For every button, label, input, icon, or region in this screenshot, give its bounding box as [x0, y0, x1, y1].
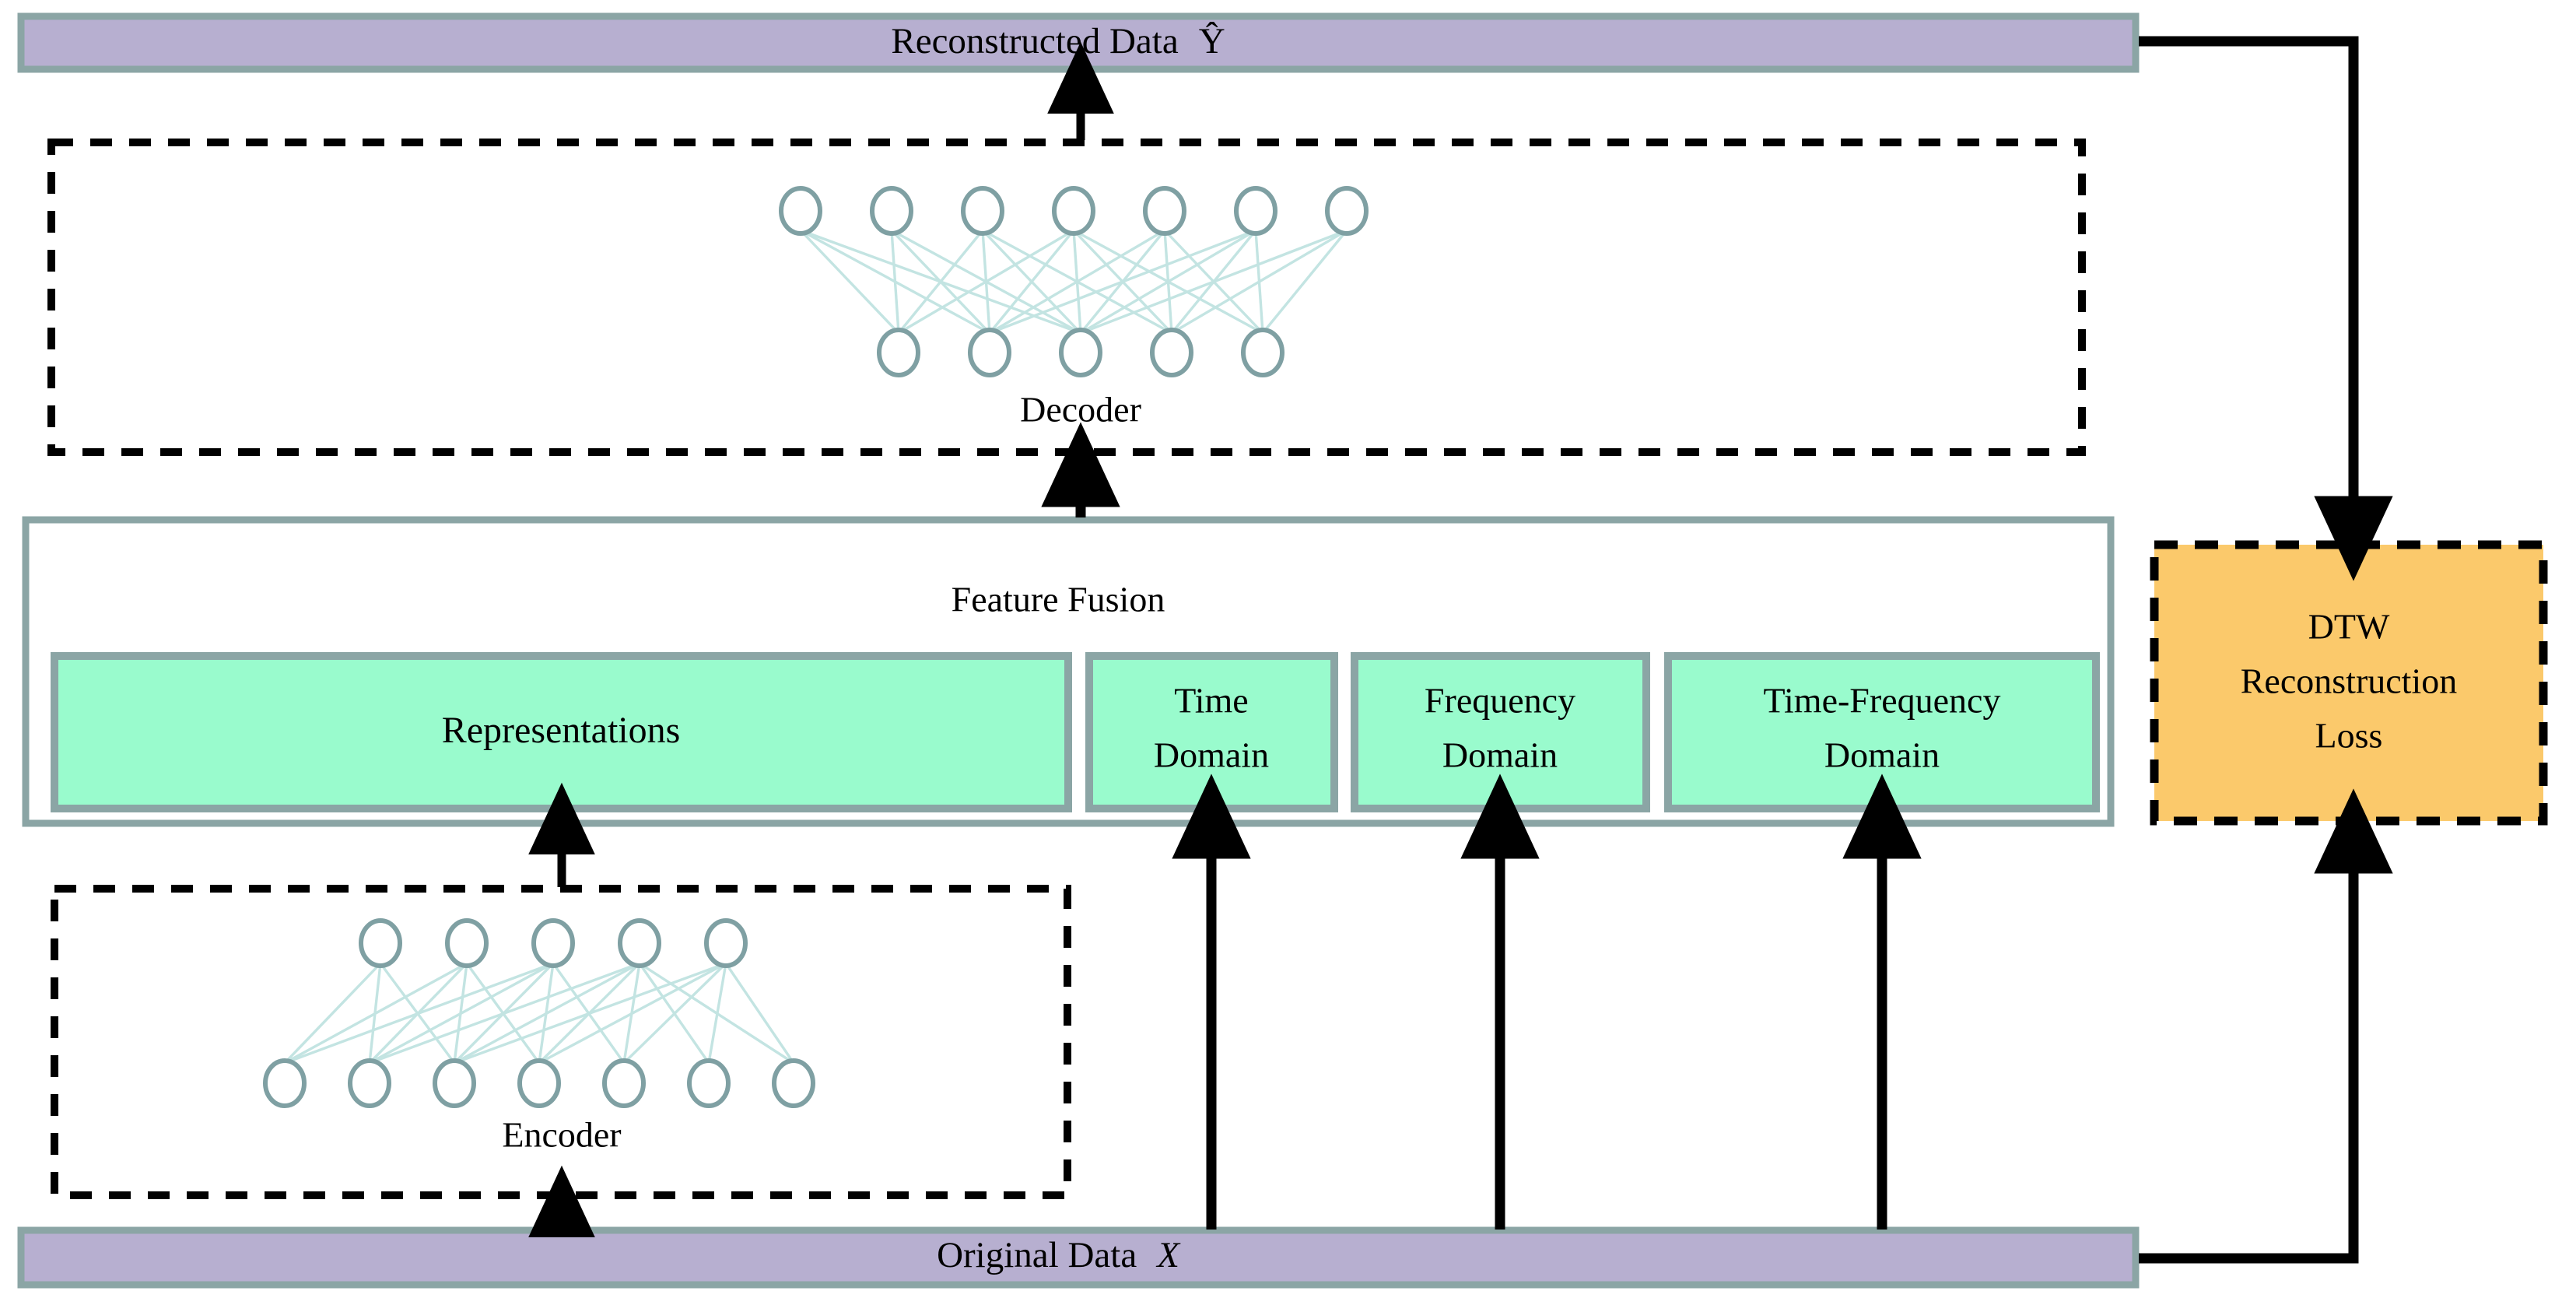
decoder-top-layer: [779, 186, 1369, 236]
encoder-node: [618, 918, 661, 968]
feature-fusion-label: Feature Fusion: [952, 580, 1165, 619]
encoder-node: [772, 1058, 815, 1108]
encoder-edges: [283, 962, 795, 1065]
decoder-node: [877, 328, 920, 377]
encoder-node: [359, 918, 402, 968]
encoder-label: Encoder: [502, 1115, 621, 1155]
encoder-node: [263, 1058, 307, 1108]
frequency-domain-box: [1351, 652, 1650, 812]
dtw-loss-box: [2150, 540, 2548, 826]
encoder-node: [704, 918, 748, 968]
encoder-node: [433, 1058, 476, 1108]
decoder-node: [1150, 328, 1193, 377]
time-domain-label-line1: Time: [1174, 681, 1248, 721]
decoder-node: [1325, 186, 1369, 236]
original-data-bar: [17, 1226, 2140, 1289]
dtw-loss-label-line3: Loss: [2315, 716, 2383, 756]
decoder-node: [1143, 186, 1186, 236]
decoder-node: [968, 328, 1011, 377]
encoder-node: [602, 1058, 646, 1108]
encoder-node: [687, 1058, 731, 1108]
decoder-edges: [799, 229, 1348, 335]
time-domain-label-line2: Domain: [1154, 735, 1269, 775]
decoder-label: Decoder: [1020, 390, 1141, 430]
encoder-node: [517, 1058, 561, 1108]
representations-label: Representations: [442, 710, 681, 751]
encoder-top-layer: [359, 918, 748, 968]
time-domain-box: [1085, 652, 1338, 812]
time-frequency-domain-box: [1664, 652, 2100, 812]
flow-arrows: [528, 36, 2393, 1264]
encoder-container: [51, 885, 1071, 1199]
encoder-node: [445, 918, 489, 968]
dtw-loss-label-line2: Reconstruction: [2241, 661, 2458, 701]
decoder-node: [779, 186, 822, 236]
time-frequency-domain-label-line1: Time-Frequency: [1764, 681, 2001, 721]
decoder-bottom-layer: [877, 328, 1284, 377]
decoder-node: [1234, 186, 1277, 236]
arrow-output-to-loss: [2139, 36, 2393, 581]
decoder-node: [870, 186, 913, 236]
decoder-node: [961, 186, 1004, 236]
frequency-domain-label-line2: Domain: [1442, 735, 1558, 775]
decoder-node: [1241, 328, 1284, 377]
encoder-bottom-layer: [263, 1058, 815, 1108]
decoder-node: [1059, 328, 1102, 377]
arrow-input-to-loss: [2139, 788, 2393, 1264]
encoder-node: [531, 918, 575, 968]
frequency-domain-label-line1: Frequency: [1425, 681, 1575, 721]
decoder-node: [1052, 186, 1095, 236]
time-frequency-domain-label-line2: Domain: [1824, 735, 1940, 775]
encoder-node: [348, 1058, 391, 1108]
representations-box: [51, 652, 1072, 812]
dtw-loss-label-line1: DTW: [2308, 607, 2390, 647]
